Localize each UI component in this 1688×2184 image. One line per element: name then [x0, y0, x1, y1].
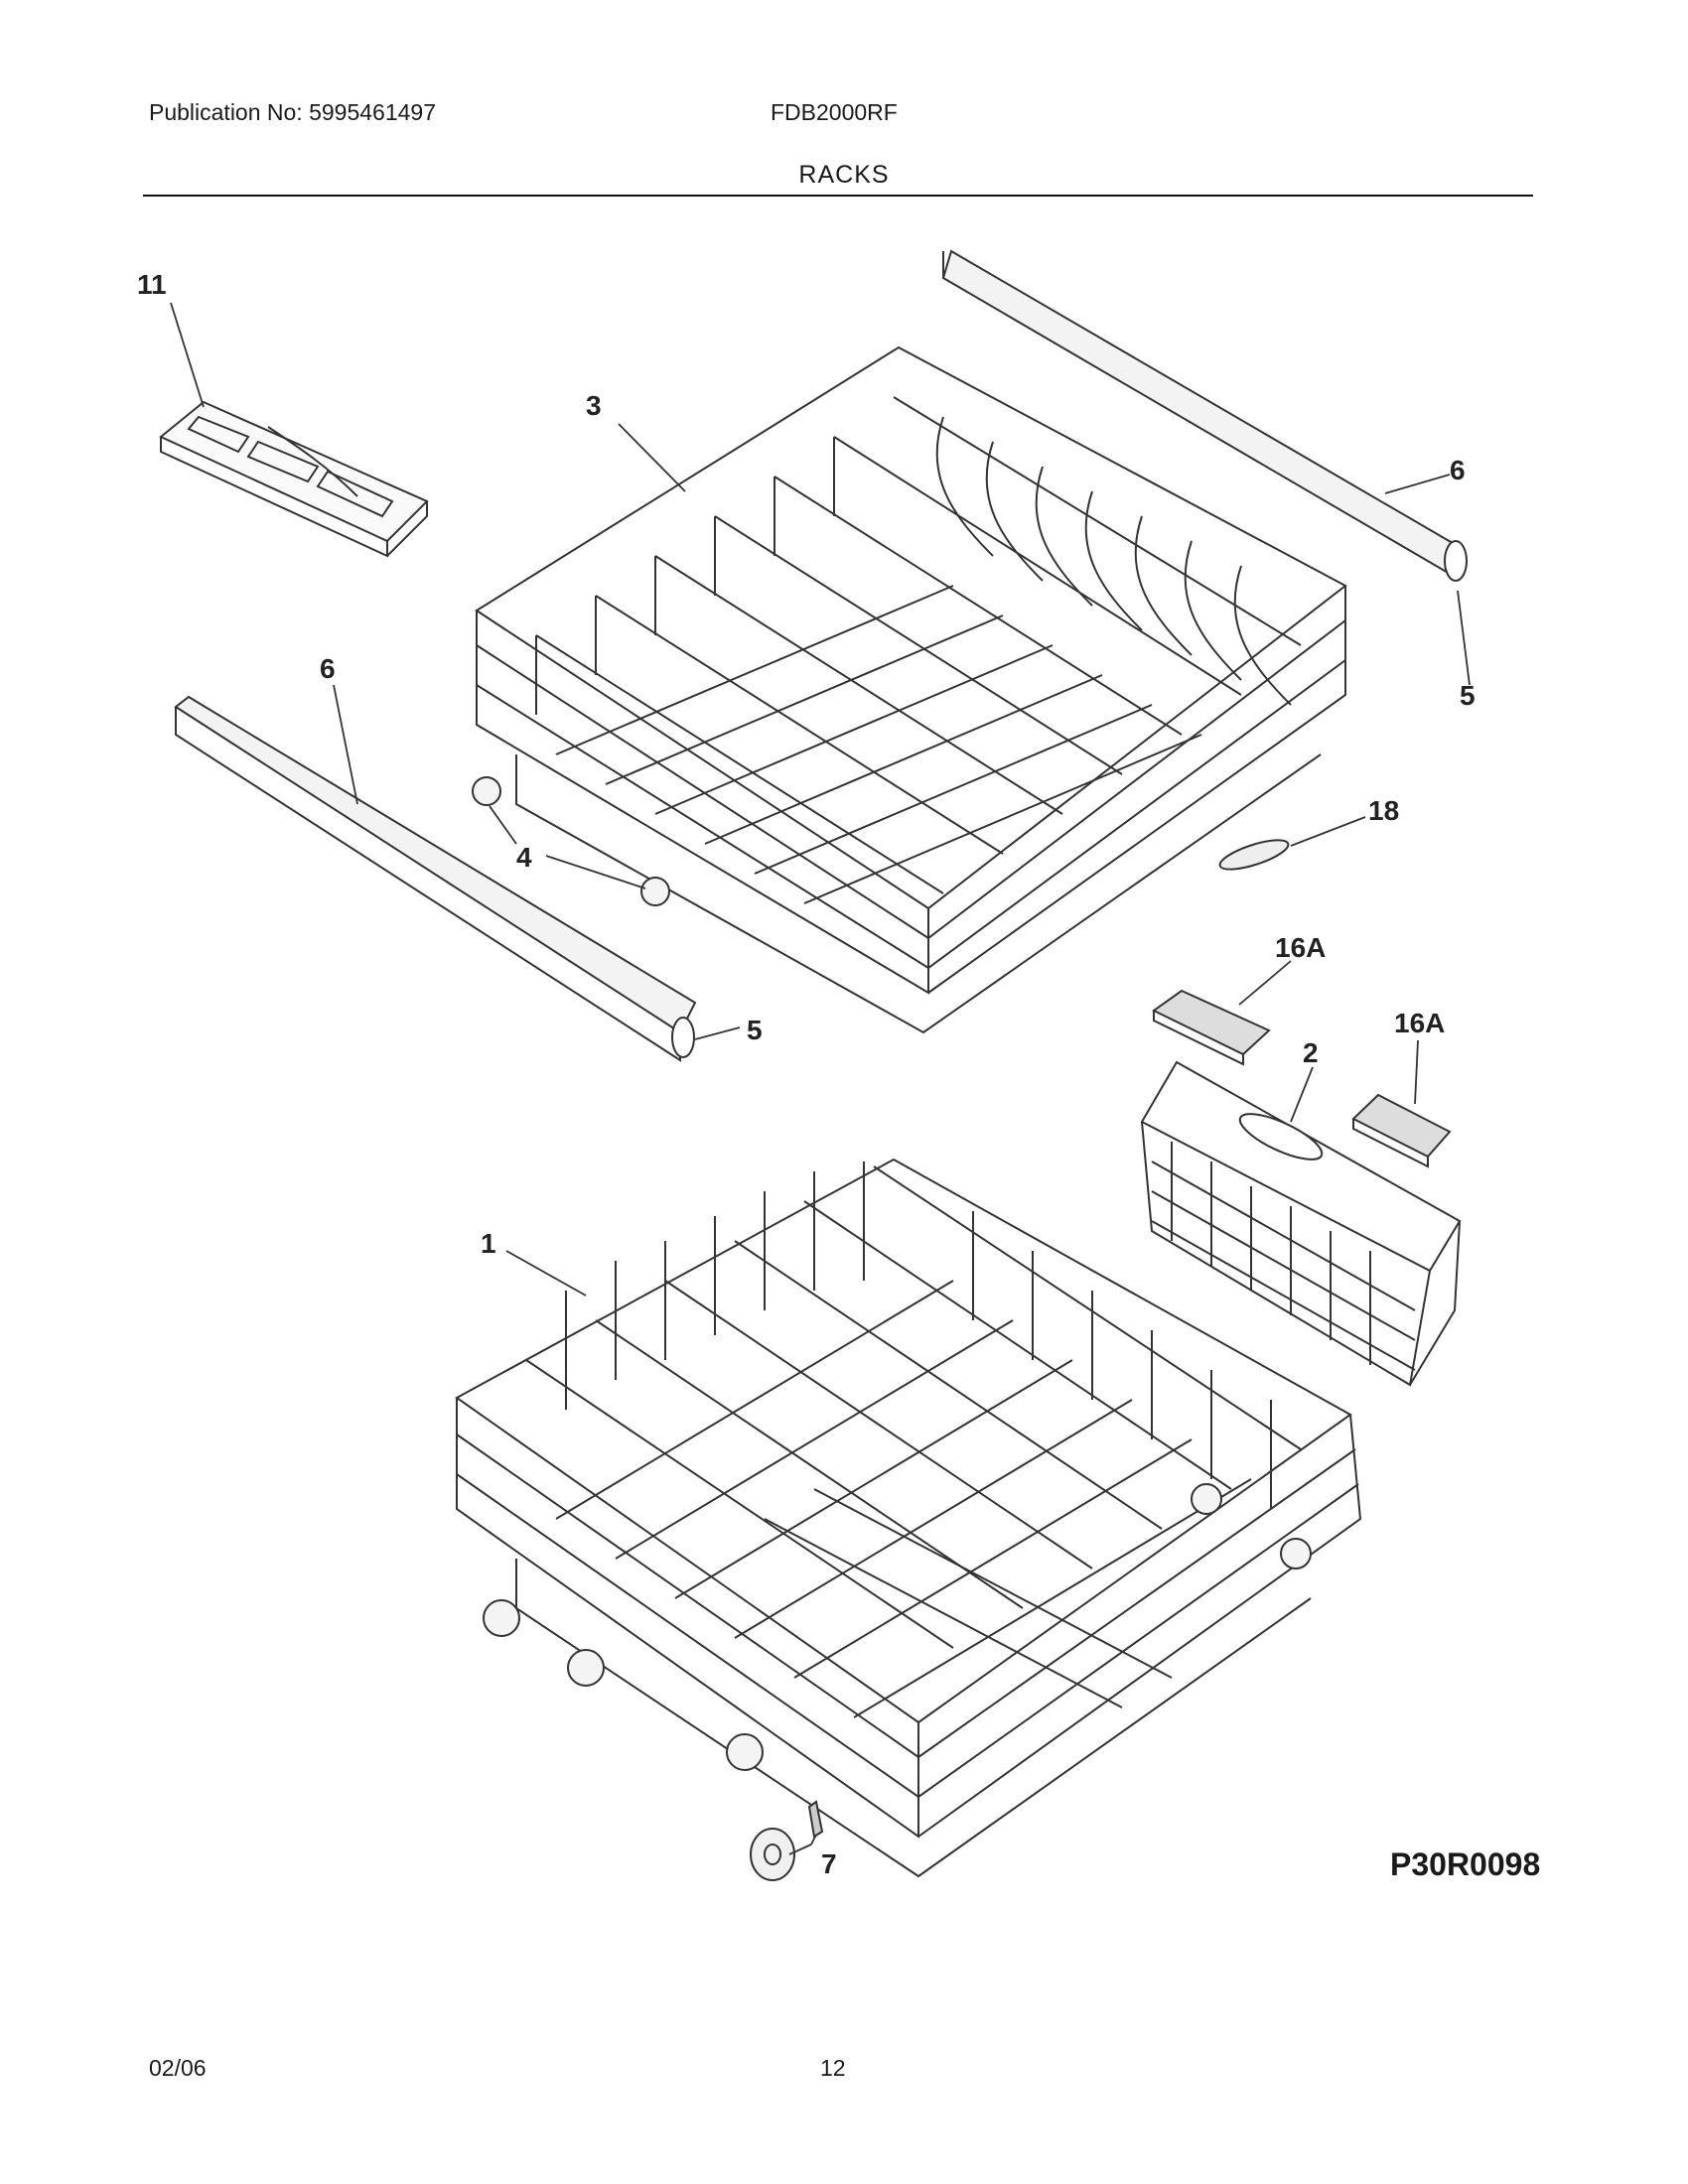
part-16a-cover-2: [1351, 1093, 1452, 1168]
part-4-rollers: [472, 776, 670, 906]
page-number: 12: [820, 2055, 846, 2081]
callout-5-bottom: 5: [747, 1015, 763, 1045]
callout-16a-second: 16A: [1394, 1008, 1445, 1038]
callout-1: 1: [481, 1228, 496, 1259]
callout-7: 7: [821, 1848, 837, 1879]
callout-16a-first: 16A: [1275, 932, 1326, 963]
part-6-top-rail: [941, 249, 1468, 582]
callout-5-top: 5: [1460, 680, 1476, 711]
callout-11: 11: [137, 269, 167, 300]
publication-number: Publication No: 5995461497: [149, 99, 437, 125]
figure-code: P30R0098: [1390, 1846, 1541, 1882]
callout-3: 3: [586, 390, 602, 421]
page-title: RACKS: [798, 161, 890, 189]
footer-date: 02/06: [149, 2055, 207, 2081]
part-7-wheel-axle: [750, 1800, 824, 1881]
callout-6-left: 6: [320, 653, 336, 684]
leader-lines: [170, 302, 1471, 1855]
part-6-left-rail: [174, 695, 697, 1062]
part-11-insert: [159, 400, 429, 558]
lower-rack-wheels: [483, 1483, 1312, 1771]
part-1-lower-rack: [455, 1158, 1362, 1878]
callout-4: 4: [516, 842, 532, 873]
model-number: FDB2000RF: [771, 99, 898, 125]
header-divider: [143, 195, 1533, 197]
part-18-pad: [1218, 839, 1290, 871]
callout-2: 2: [1303, 1037, 1319, 1068]
part-16a-cover-1: [1152, 989, 1271, 1066]
part-2-silverware-basket: [1140, 1060, 1462, 1387]
part-3-upper-rack: [475, 345, 1347, 1034]
callout-18: 18: [1368, 795, 1399, 826]
callout-6-top: 6: [1450, 455, 1466, 485]
